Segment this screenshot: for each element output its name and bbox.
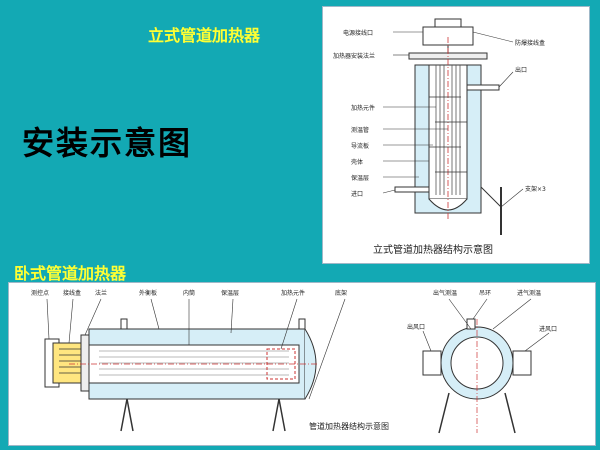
heating-elements-h-shape [99,350,289,376]
label-base: 底架 [335,289,347,297]
horizontal-heater-diagram: 测控点 接线盒 法兰 外衡板 内筒 保温层 加热元件 底架 出气测温 吊环 进气… [8,282,596,446]
detail-mark-shape [266,348,296,380]
label-insulation: 保温层 [351,174,369,182]
horizontal-heater-title: 卧式管道加热器 [14,264,127,283]
label-junction-box: 接线盒 [63,289,81,297]
heating-elements-shape [435,65,461,195]
end-view-legs-shape [438,392,516,434]
label-inlet-port: 进风口 [539,325,557,333]
vertical-diagram-caption: 立式管道加热器结构示意图 [373,243,493,256]
label-air-outlet-temp: 出气测温 [433,289,457,297]
baffles-shape [429,96,467,173]
lifting-ring-shape [466,318,476,330]
end-view-left-port-shape [422,350,442,376]
support-brace-shape [480,186,502,208]
vertical-heater-diagram: 电源接线口 防爆接线盒 加热器安装法兰 出口 加热元件 测温管 导流板 壳体 保… [322,6,590,264]
label-inlet: 进口 [351,190,363,198]
horizontal-diagram-caption: 管道加热器结构示意图 [309,421,389,431]
label-shell: 壳体 [351,158,363,166]
flange-shape [80,334,90,392]
label-explosion-box: 防爆接线盒 [515,39,545,47]
leader-lines [382,31,524,208]
label-temp-tube: 测温管 [351,126,369,134]
label-air-inlet-temp: 进气测温 [517,289,541,297]
vertical-heater-title: 立式管道加热器 [148,26,261,45]
label-mounting-flange: 加热器安装法兰 [333,52,375,60]
inlet-pipe-shape [394,186,430,193]
label-power-box: 电源接线口 [343,29,373,37]
terminal-block-shape [52,342,82,384]
label-baffle: 导流板 [351,142,369,150]
terminal-wires-shape [59,348,81,374]
horizontal-heater-drawing: 测控点 接线盒 法兰 外衡板 内筒 保温层 加热元件 底架 出气测温 吊环 进气… [31,289,557,434]
installation-diagram-title: 安装示意图 [22,124,193,162]
label-lifting-ring: 吊环 [479,290,491,297]
label-support: 支架×3 [525,185,546,193]
nozzle-2-shape [298,318,306,330]
end-view-right-port-shape [512,350,532,376]
vertical-heater-drawing: 电源接线口 防爆接线盒 加热器安装法兰 出口 加热元件 测温管 导流板 壳体 保… [333,18,546,256]
leader-lines-h [46,298,550,400]
box-cap-shape [434,18,462,28]
label-element-h: 加热元件 [281,289,305,297]
label-inner-tube: 内筒 [183,289,195,297]
label-insulation-h: 保温层 [221,289,239,297]
label-outlet: 出口 [515,66,527,74]
base-frame-shape [120,398,286,432]
label-temp-point: 测控点 [31,289,49,297]
label-outer-jacket: 外衡板 [139,289,157,297]
label-flange-h: 法兰 [95,289,107,297]
outlet-pipe-shape [466,84,500,91]
nozzle-1-shape [120,318,128,330]
label-outlet-port: 出风口 [407,323,425,331]
label-heating-element: 加热元件 [351,104,375,112]
